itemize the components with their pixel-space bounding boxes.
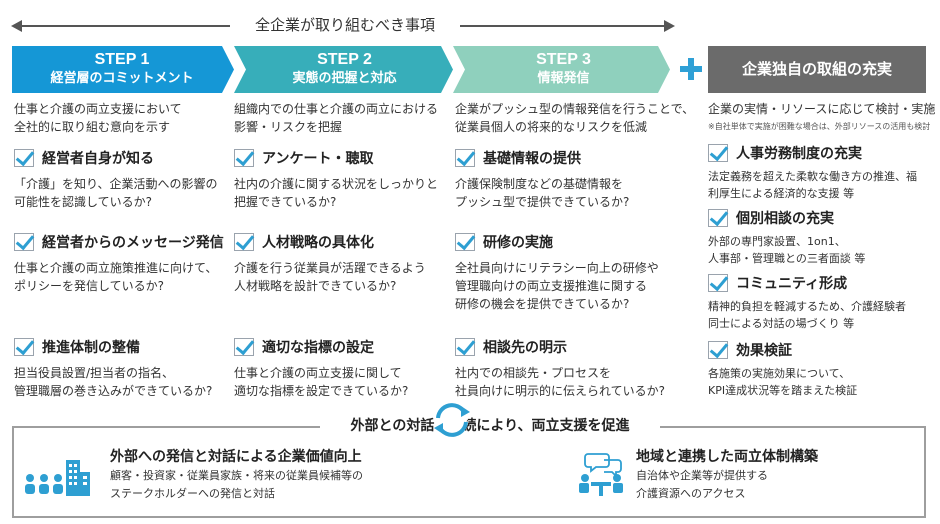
check-icon bbox=[14, 338, 34, 356]
check-icon bbox=[14, 149, 34, 167]
step-2-chevron bbox=[234, 46, 453, 93]
check-icon bbox=[14, 233, 34, 251]
check-icon bbox=[234, 149, 254, 167]
bottom-right-title: 地域と連携した両立体制構築 bbox=[636, 449, 818, 465]
step-2-header: STEP 2 実態の把握と対応 bbox=[242, 46, 447, 93]
item-individual-consultation: 個別相談の充実 外部の専門家設置、1on1、人事部・管理職との三者面談 等 bbox=[708, 206, 865, 267]
bottom-left-body: 顧客・投資家・従業員家族・将来の従業員候補等のステークホルダーへの発信と対話 bbox=[110, 469, 363, 500]
bottom-right-body: 自治体や企業等が提供する介護資源へのアクセス bbox=[636, 469, 768, 500]
check-icon bbox=[708, 274, 728, 292]
arrow-left-icon bbox=[11, 20, 22, 32]
item-hr-strategy: 人材戦略の具体化 介護を行う従業員が活躍できるよう人材戦略を設計できているか? bbox=[234, 230, 426, 295]
item-body: 介護を行う従業員が活躍できるよう人材戦略を設計できているか? bbox=[234, 261, 426, 293]
item-promotion-structure: 推進体制の整備 担当役員設置/担当者の指名、管理職層の巻き込みができているか? bbox=[14, 335, 212, 400]
step-3-name: 情報発信 bbox=[537, 71, 590, 86]
people-building-icon bbox=[25, 460, 90, 496]
item-community: コミュニティ形成 精神的負担を軽減するため、介護経験者同士による対話の場づくり … bbox=[708, 271, 906, 332]
step-4-header: 企業独自の取組の充実 bbox=[708, 46, 926, 93]
item-title: 効果検証 bbox=[736, 343, 792, 359]
step-1-name: 経営層のコミットメント bbox=[50, 71, 194, 86]
step-1-header: STEP 1 経営層のコミットメント bbox=[12, 46, 232, 93]
item-title: 人事労務制度の充実 bbox=[736, 146, 862, 162]
item-body: 法定義務を超えた柔軟な働き方の推進、福利厚生による経済的な支援 等 bbox=[708, 170, 917, 200]
item-title: 推進体制の整備 bbox=[42, 340, 140, 356]
item-body: 社内の介護に関する状況をしっかりと把握できているか? bbox=[234, 177, 439, 209]
item-body: 「介護」を知り、企業活動への影響の可能性を認識しているか? bbox=[14, 177, 218, 209]
item-body: 社内での相談先・プロセスを社員向けに明示的に伝えられているか? bbox=[455, 366, 666, 398]
item-title: 経営者からのメッセージ発信 bbox=[42, 235, 224, 251]
item-executive-message: 経営者からのメッセージ発信 仕事と介護の両立施策推進に向けて、ポリシーを発信して… bbox=[14, 230, 224, 295]
check-icon bbox=[708, 209, 728, 227]
item-body: 介護保険制度などの基礎情報をプッシュ型で提供できているか? bbox=[455, 177, 630, 209]
item-title: 基礎情報の提供 bbox=[483, 151, 581, 167]
check-icon bbox=[708, 144, 728, 162]
item-executive-awareness: 経営者自身が知る 「介護」を知り、企業活動への影響の可能性を認識しているか? bbox=[14, 146, 218, 211]
item-body: 外部の専門家設置、1on1、人事部・管理職との三者面談 等 bbox=[708, 235, 866, 265]
check-icon bbox=[708, 341, 728, 359]
check-icon bbox=[455, 233, 475, 251]
column-1-description: 仕事と介護の両立支援において全社的に取り組む意向を示す bbox=[14, 102, 182, 134]
item-contact-point: 相談先の明示 社内での相談先・プロセスを社員向けに明示的に伝えられているか? bbox=[455, 335, 665, 400]
step-3-header: STEP 3 情報発信 bbox=[462, 46, 665, 93]
arrow-right-icon bbox=[664, 20, 675, 32]
item-title: 人材戦略の具体化 bbox=[262, 235, 374, 251]
step-1-chevron bbox=[12, 46, 234, 93]
item-body: 精神的負担を軽減するため、介護経験者同士による対話の場づくり 等 bbox=[708, 300, 906, 330]
check-icon bbox=[234, 233, 254, 251]
item-title: コミュニティ形成 bbox=[736, 276, 848, 292]
check-icon bbox=[234, 338, 254, 356]
item-training: 研修の実施 全社員向けにリテラシー向上の研修や管理職向けの両立支援推進に関する研… bbox=[455, 230, 659, 313]
column-4-description: 企業の実情・リソースに応じて検討・実施 bbox=[708, 102, 936, 116]
step-2-name: 実態の把握と対応 bbox=[292, 71, 397, 86]
step-3-chevron bbox=[453, 46, 670, 93]
item-hr-system: 人事労務制度の充実 法定義務を超えた柔軟な働き方の推進、福利厚生による経済的な支… bbox=[708, 141, 917, 202]
item-indicators: 適切な指標の設定 仕事と介護の両立支援に関して適切な指標を設定できているか? bbox=[234, 335, 408, 400]
check-icon bbox=[455, 149, 475, 167]
meeting-table-icon bbox=[579, 453, 623, 496]
item-body: 担当役員設置/担当者の指名、管理職層の巻き込みができているか? bbox=[14, 366, 213, 398]
external-dialogue-title: 外部との対話・接続により、両立支援を促進 bbox=[320, 415, 660, 435]
cycle-arrows-icon bbox=[434, 403, 470, 437]
scope-line-left bbox=[18, 25, 232, 27]
column-2-description: 組織内での仕事と介護の両立における影響・リスクを把握 bbox=[234, 102, 439, 134]
item-title: 研修の実施 bbox=[483, 235, 553, 251]
item-effect-verification: 効果検証 各施策の実施効果について、KPI達成状況等を踏まえた検証 bbox=[708, 338, 857, 399]
item-title: 経営者自身が知る bbox=[42, 151, 154, 167]
bottom-left-title: 外部への発信と対話による企業価値向上 bbox=[110, 449, 362, 465]
scope-title: 全企業が取り組むべき事項 bbox=[230, 14, 460, 35]
scope-line-right bbox=[460, 25, 666, 27]
column-4-note: ※自社単体で実施が困難な場合は、外部リソースの活用も検討 bbox=[708, 122, 931, 131]
item-body: 各施策の実施効果について、KPI達成状況等を踏まえた検証 bbox=[708, 367, 858, 397]
step-3-label: STEP 3 bbox=[536, 51, 591, 68]
plus-icon bbox=[680, 58, 702, 80]
item-title: アンケート・聴取 bbox=[262, 151, 374, 167]
item-body: 仕事と介護の両立施策推進に向けて、ポリシーを発信しているか? bbox=[14, 261, 218, 293]
item-title: 適切な指標の設定 bbox=[262, 340, 374, 356]
step-2-label: STEP 2 bbox=[317, 51, 372, 68]
item-basic-info: 基礎情報の提供 介護保険制度などの基礎情報をプッシュ型で提供できているか? bbox=[455, 146, 629, 211]
item-body: 仕事と介護の両立支援に関して適切な指標を設定できているか? bbox=[234, 366, 409, 398]
item-title: 個別相談の充実 bbox=[736, 211, 834, 227]
step-1-label: STEP 1 bbox=[94, 51, 150, 68]
item-body: 全社員向けにリテラシー向上の研修や管理職向けの両立支援推進に関する研修の機会を提… bbox=[455, 261, 659, 311]
item-title: 相談先の明示 bbox=[483, 340, 567, 356]
column-3-description: 企業がプッシュ型の情報発信を行うことで、従業員個人の将来的なリスクを低減 bbox=[455, 102, 695, 134]
item-survey: アンケート・聴取 社内の介護に関する状況をしっかりと把握できているか? bbox=[234, 146, 438, 211]
step-chevrons bbox=[12, 46, 670, 93]
check-icon bbox=[455, 338, 475, 356]
